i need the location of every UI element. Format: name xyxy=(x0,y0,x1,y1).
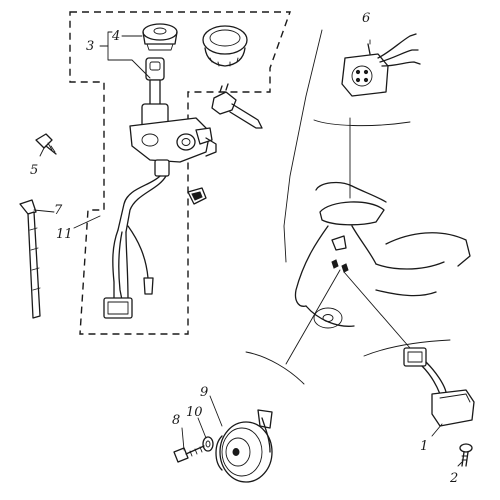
relay-unit-1 xyxy=(403,347,475,427)
callout-10: 10 xyxy=(186,405,203,420)
key-cylinder-cap xyxy=(142,23,178,51)
ignition-group-boundary xyxy=(69,11,291,335)
callout-2: 2 xyxy=(449,471,458,486)
horn-9 xyxy=(215,409,273,483)
callout-8: 8 xyxy=(172,413,180,428)
connector-6 xyxy=(341,33,421,97)
switch-connector-plug xyxy=(211,83,263,129)
screw-2 xyxy=(459,443,473,467)
cable-tie-7 xyxy=(19,199,41,319)
callout-1: 1 xyxy=(420,439,428,454)
callout-7: 7 xyxy=(54,203,63,218)
wire-harness xyxy=(103,175,167,319)
screw-bolt-5 xyxy=(35,133,57,155)
callout-11: 11 xyxy=(56,227,73,242)
leader-lines xyxy=(245,117,451,385)
scooter-body-outline xyxy=(283,29,471,329)
callout-3: 3 xyxy=(86,39,94,54)
callout-leaders xyxy=(33,31,463,467)
callout-4: 4 xyxy=(111,29,120,44)
callout-6: 6 xyxy=(362,11,370,26)
ignition-key xyxy=(145,57,165,109)
wire-clip xyxy=(187,187,207,205)
callout-9: 9 xyxy=(200,385,208,400)
callout-5: 5 xyxy=(30,163,38,178)
washer-10 xyxy=(202,436,214,452)
ignition-switch-body xyxy=(129,103,217,177)
lock-cover-lid xyxy=(202,25,248,67)
bolt-8 xyxy=(173,445,205,463)
